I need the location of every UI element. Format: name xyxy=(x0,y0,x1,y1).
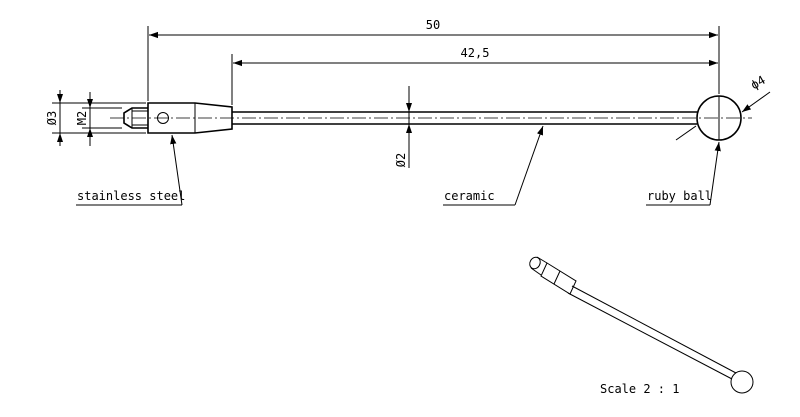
dimension-shaft-length: 42,5 xyxy=(231,46,718,105)
leader-line xyxy=(514,125,544,206)
scale-note: Scale 2 : 1 xyxy=(600,382,679,396)
ceramic-label: ceramic xyxy=(444,189,495,203)
dimension-overall-length: 50 xyxy=(147,18,720,101)
thread-stub xyxy=(123,107,148,129)
iso-thread-end xyxy=(529,256,541,270)
iso-body xyxy=(540,262,577,295)
dimension-shaft-diameter: Ø2 xyxy=(394,86,412,168)
leader-line xyxy=(709,141,721,206)
arrowhead xyxy=(57,94,63,103)
dimension-thread-diameter: Ø3 xyxy=(45,90,146,146)
arrowhead xyxy=(87,99,93,108)
ruby-ball-label: ruby ball xyxy=(647,189,712,203)
stylus-side-view xyxy=(110,95,752,141)
leader-line xyxy=(170,134,183,206)
leader-line xyxy=(675,125,697,141)
leader-line xyxy=(741,91,771,113)
shaft-length-value: 42,5 xyxy=(461,46,490,60)
ball-diameter-value: ϕ4 xyxy=(748,73,768,92)
dimension-thread-size: M2 xyxy=(75,92,122,146)
callout-ceramic: ceramic xyxy=(443,125,544,206)
arrowhead xyxy=(57,133,63,142)
thread-diameter-value: Ø3 xyxy=(45,111,59,125)
arrowhead xyxy=(406,103,412,112)
iso-ruby-ball xyxy=(730,370,754,394)
stainless-steel-label: stainless steel xyxy=(77,189,185,203)
callout-ruby-ball: ruby ball xyxy=(646,141,721,206)
arrowhead xyxy=(87,128,93,137)
wrench-hole xyxy=(157,112,169,124)
iso-shaft-edge xyxy=(567,292,733,380)
shaft-diameter-value: Ø2 xyxy=(394,153,408,167)
arrowhead xyxy=(406,124,412,133)
iso-body-edge xyxy=(553,270,561,285)
thread-size-value: M2 xyxy=(75,111,89,125)
iso-thread-edge xyxy=(536,256,548,264)
iso-shaft-edge xyxy=(571,285,737,374)
stylus-isometric-view xyxy=(529,256,754,394)
dimension-ball-diameter: ϕ4 xyxy=(675,73,771,141)
iso-thread-edge xyxy=(530,267,542,276)
overall-length-value: 50 xyxy=(426,18,440,32)
callout-stainless-steel: stainless steel xyxy=(76,134,185,206)
